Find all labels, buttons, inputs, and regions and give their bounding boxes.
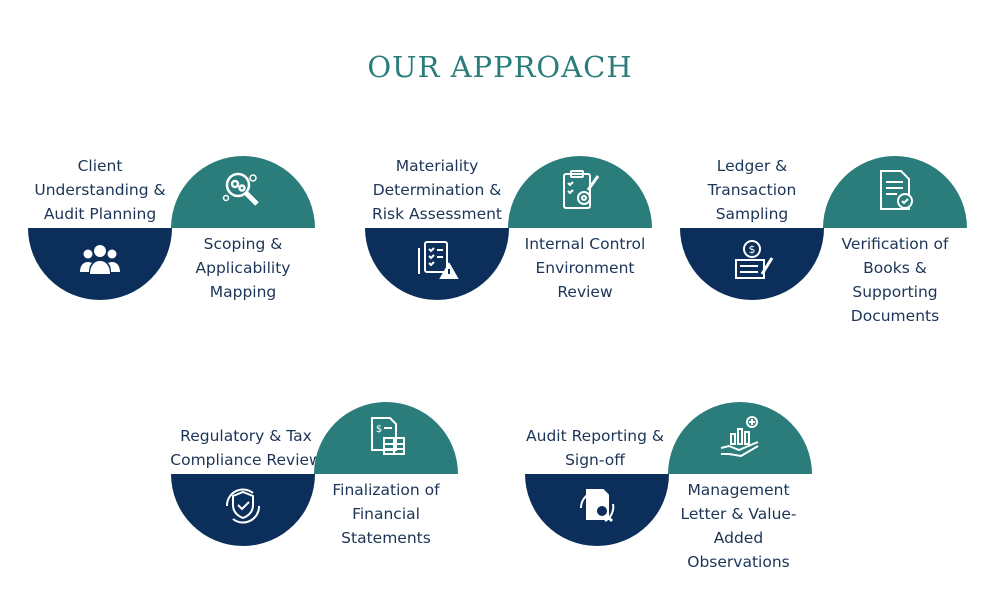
clipboard-gear-icon xyxy=(563,170,600,209)
step-pair-5: Audit Reporting & Sign-off Management Le… xyxy=(525,400,815,571)
step-5-bottom-label: Management Letter & Value-Added Observat… xyxy=(680,481,797,571)
document-check-icon xyxy=(880,170,913,210)
step-2-top-label: Materiality Determination & Risk Assessm… xyxy=(371,157,503,223)
step-pair-1: Client Understanding & Audit Planning Sc… xyxy=(28,154,318,304)
hand-chart-icon xyxy=(720,416,759,458)
step-3-bottom-label: Verification of Books & Supporting Docum… xyxy=(841,235,949,325)
navy-half-circle xyxy=(171,474,315,546)
step-1-bottom-label: Scoping & Applicability Mapping xyxy=(195,235,291,301)
teal-half-circle xyxy=(171,156,315,228)
report-search-icon xyxy=(579,489,615,523)
step-pair-2: Materiality Determination & Risk Assessm… xyxy=(365,154,655,304)
svg-text:$: $ xyxy=(749,243,756,256)
navy-half-circle xyxy=(365,228,509,300)
teal-half-circle xyxy=(508,156,652,228)
users-icon xyxy=(80,245,120,274)
svg-text:$: $ xyxy=(376,424,382,435)
step-3-top-label: Ledger & Transaction Sampling xyxy=(707,157,797,223)
checklist-warning-icon xyxy=(418,241,459,279)
navy-half-circle: $ xyxy=(680,228,824,300)
teal-half-circle xyxy=(823,156,967,228)
step-4-bottom-label: Finalization of Financial Statements xyxy=(332,481,440,547)
step-pair-3: Ledger & Transaction Sampling $ Verifica… xyxy=(680,154,970,325)
step-1-top-label: Client Understanding & Audit Planning xyxy=(34,157,166,223)
step-5-top-label: Audit Reporting & Sign-off xyxy=(526,427,664,469)
step-pair-4: Regulatory & Tax Compliance Review $ Fin… xyxy=(170,400,461,550)
teal-half-circle xyxy=(668,402,812,474)
magnifier-gears-icon xyxy=(222,172,259,206)
page-title: OUR APPROACH xyxy=(367,50,633,84)
financial-statement-icon: $ xyxy=(371,417,405,455)
navy-half-circle xyxy=(28,228,172,300)
shield-check-icon xyxy=(225,488,261,524)
ledger-coin-icon: $ xyxy=(735,240,774,279)
teal-half-circle: $ xyxy=(314,402,458,474)
step-2-bottom-label: Internal Control Environment Review xyxy=(524,235,646,301)
step-4-top-label: Regulatory & Tax Compliance Review xyxy=(170,427,322,469)
navy-half-circle xyxy=(525,474,669,546)
